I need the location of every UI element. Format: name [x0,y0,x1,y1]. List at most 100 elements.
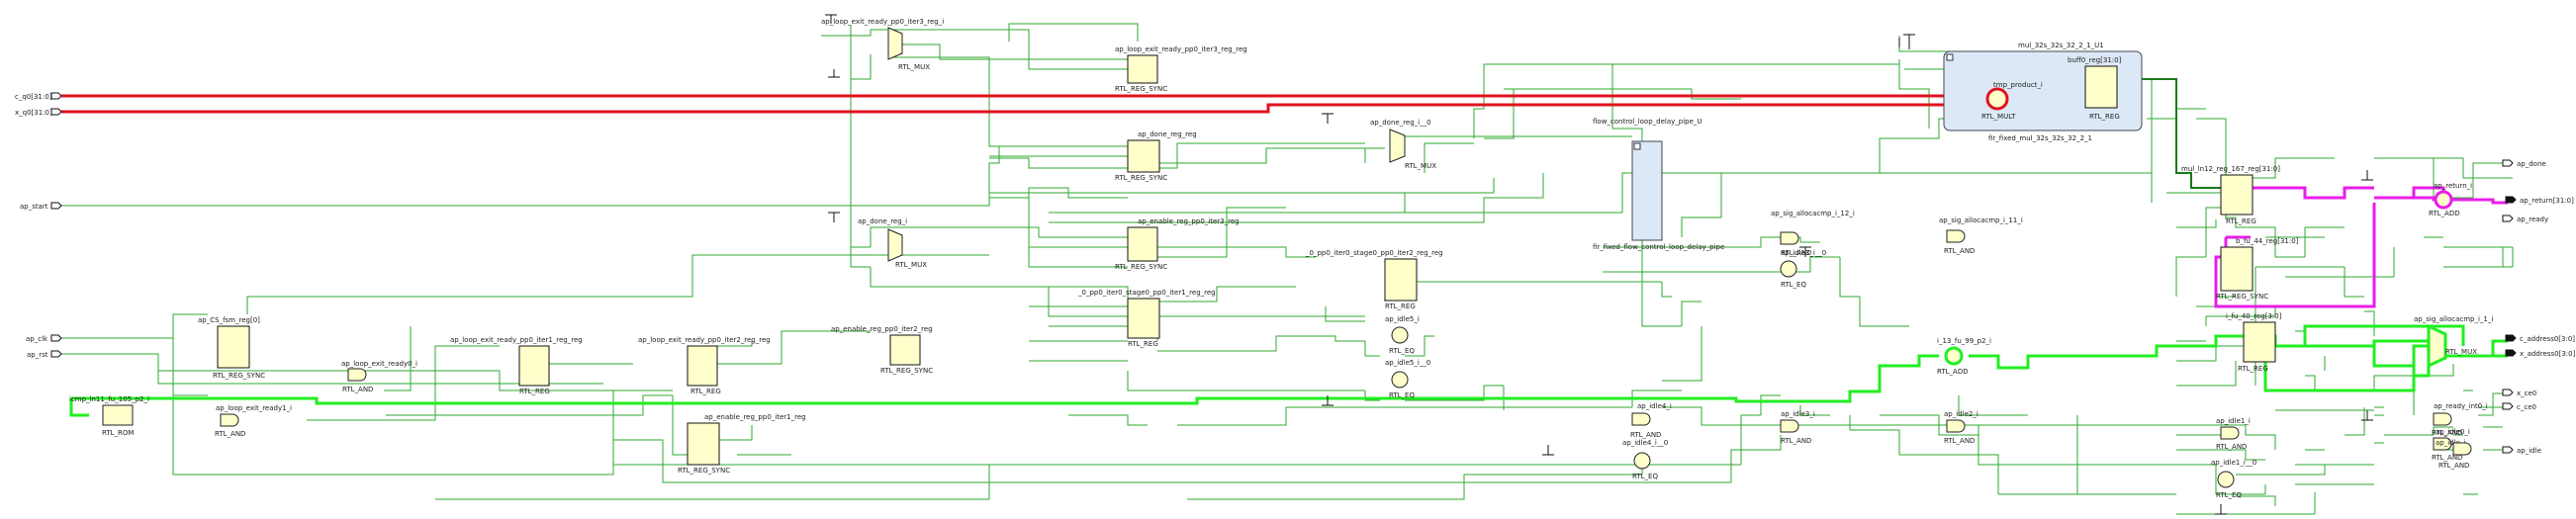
cell-and-idle3[interactable]: ap_idle3_i RTL_AND [1780,410,1815,445]
svg-text:i_13_fu_99_p2_i: i_13_fu_99_p2_i [1937,337,1991,345]
cell-mul-ln12[interactable]: mul_ln12_reg_167_reg[31:0] RTL_REG [2181,165,2280,225]
svg-text:ap_ready: ap_ready [2517,216,2548,223]
svg-text:tmp_product_i: tmp_product_i [1993,81,2043,89]
cell-reg-enable-iter3[interactable]: ap_enable_reg_pp0_iter3_reg RTL_REG_SYNC [1115,217,1240,271]
svg-text:RTL_ADD: RTL_ADD [1937,368,1969,376]
port-ap-clk[interactable]: ap_clk [26,334,62,343]
svg-text:buff0_reg[31:0]: buff0_reg[31:0] [2068,56,2122,64]
cell-and-idle2[interactable]: ap_idle2_i RTL_AND [1944,410,1978,445]
cell-and-sig12[interactable]: ap_sig_allocacmp_i_12_i RTL_AND [1771,210,1855,257]
svg-text:ap_done_reg_reg: ap_done_reg_reg [1138,130,1197,138]
svg-text:ap_return[31:0]: ap_return[31:0] [2520,197,2574,205]
cell-add-i[interactable]: i_13_fu_99_p2_i RTL_ADD [1937,337,1991,376]
cell-mux-exit-ready[interactable]: ap_loop_exit_ready_pp0_iter3_reg_i RTL_M… [821,18,944,71]
svg-text:b_fu_44_reg[31:0]: b_fu_44_reg[31:0] [2236,237,2299,245]
cell-eq-idle5[interactable]: ap_idle5_i RTL_EQ [1385,315,1420,355]
svg-text:RTL_REG_SYNC: RTL_REG_SYNC [1115,85,1167,93]
port-ap-start[interactable]: ap_start [20,202,62,211]
cell-and-exit-ready0[interactable]: ap_loop_exit_ready0_i RTL_AND [341,360,417,393]
input-ports: c_q0[31:0] x_q0[31:0] ap_start ap_clk ap… [15,92,62,359]
svg-text:RTL_REG: RTL_REG [690,388,721,395]
svg-text:RTL_REG: RTL_REG [2226,217,2256,225]
svg-text:flow_control_loop_delay_pipe_U: flow_control_loop_delay_pipe_U [1593,118,1702,126]
port-c-q0[interactable]: c_q0[31:0] [15,92,62,101]
svg-text:ap_enable_reg_pp0_iter3_reg: ap_enable_reg_pp0_iter3_reg [1138,217,1240,225]
cell-eq-idle3-0[interactable]: ap_idle3_i__0 RTL_EQ [1780,249,1826,289]
svg-text:RTL_REG: RTL_REG [519,388,550,395]
output-ports: ap_done ap_return[31:0] ap_ready c_addre… [2502,159,2576,455]
port-x-address0[interactable]: x_address0[3:0] [2505,349,2576,358]
svg-text:RTL_EQ: RTL_EQ [1781,281,1806,289]
cell-b-fu-reg[interactable]: b_fu_44_reg[31:0] RTL_REG_SYNC [2216,237,2299,301]
svg-text:fir_fixed_mul_32s_32s_32_2_1: fir_fixed_mul_32s_32s_32_2_1 [1988,134,2092,142]
cell-eq-idle4-0[interactable]: ap_idle4_i__0 RTL_EQ [1622,439,1668,480]
cell-reg-exit-pp0-iter1[interactable]: ap_loop_exit_ready_pp0_iter1_reg_reg RTL… [450,336,583,395]
port-c-ce0[interactable]: c_ce0 [2502,402,2536,411]
cell-reg-done[interactable]: ap_done_reg_reg RTL_REG_SYNC [1115,130,1197,182]
port-ap-idle[interactable]: ap_idle [2502,446,2541,455]
cell-and-exit-ready1[interactable]: ap_loop_exit_ready1_i RTL_AND [215,404,292,438]
svg-text:fir_fixed_flow_control_loop_de: fir_fixed_flow_control_loop_delay_pipe [1593,243,1724,251]
cell-mux-done[interactable]: ap_done_reg_i__0 RTL_MUX [1370,119,1436,170]
svg-text:c_q0[31:0]: c_q0[31:0] [15,93,52,101]
cell-reg-stage0-iter2[interactable]: _0_pp0_iter0_stage0_pp0_iter2_reg_reg RT… [1305,249,1443,310]
cell-and-sig11[interactable]: ap_sig_allocacmp_i_11_i RTL_AND [1939,216,2023,255]
svg-text:RTL_MUX: RTL_MUX [895,261,927,269]
cell-and-idle4[interactable]: ap_idle4_i RTL_AND [1630,402,1672,439]
cell-eq-idle5-0[interactable]: ap_idle5_i__0 RTL_EQ [1385,359,1430,399]
svg-text:ap_start: ap_start [20,203,48,211]
cell-reg-enable-iter2[interactable]: ap_enable_reg_pp0_iter2_reg RTL_REG_SYNC [831,325,933,375]
cell-icmp-rom[interactable]: icmp_ln11_fu_105_p2_i RTL_ROM [69,395,149,437]
cell-buff0[interactable]: buff0_reg[31:0] RTL_REG [2068,56,2122,121]
cell-mux-i[interactable]: ap_sig_allocacmp_i_1_i RTL_MUX [2414,315,2493,369]
cell-add-return[interactable]: ap_return_i RTL_ADD [2429,182,2472,217]
cell-reg-stage0-iter1[interactable]: _0_pp0_iter0_stage0_pp0_iter1_reg_reg RT… [1077,289,1216,348]
svg-text:c_address0[3:0]: c_address0[3:0] [2520,335,2575,343]
port-c-address0[interactable]: c_address0[3:0] [2505,334,2575,343]
svg-text:RTL_EQ: RTL_EQ [2216,491,2242,499]
svg-text:ap_idle5_i: ap_idle5_i [1385,315,1420,323]
cell-and-idle[interactable]: ap_idle_i RTL_AND [2436,439,2472,470]
svg-text:mul_ln12_reg_167_reg[31:0]: mul_ln12_reg_167_reg[31:0] [2181,165,2280,173]
cell-and-idle0[interactable]: ap_idle0_i RTL_AND [2432,428,2470,462]
cell-i-reg[interactable]: i_fu_40_reg[3:0] RTL_REG [2226,312,2282,373]
cell-and-ready-int0[interactable]: ap_ready_int0_i RTL_AND [2432,402,2488,437]
cell-cs-fsm[interactable]: ap_CS_fsm_reg[0] RTL_REG_SYNC [198,316,265,380]
port-x-q0[interactable]: x_q0[31:0] [15,108,62,117]
cell-eq-idle1-0[interactable]: ap_idle1_i__0 RTL_EQ [2211,459,2256,499]
svg-text:RTL_REG: RTL_REG [1128,340,1158,348]
svg-text:RTL_REG_SYNC: RTL_REG_SYNC [678,467,730,475]
port-ap-ready[interactable]: ap_ready [2502,215,2548,223]
svg-text:ap_idle3_i: ap_idle3_i [1781,410,1815,418]
port-ap-rst[interactable]: ap_rst [27,350,62,359]
svg-text:c_ce0: c_ce0 [2517,403,2536,411]
cell-tmp-product[interactable]: tmp_product_i RTL_MULT [1981,81,2043,121]
svg-text:ap_enable_reg_pp0_iter1_reg: ap_enable_reg_pp0_iter1_reg [704,413,806,421]
svg-text:RTL_AND: RTL_AND [342,386,373,393]
cell-flow-control[interactable]: flow_control_loop_delay_pipe_U fir_fixed… [1593,118,1724,251]
port-ap-return[interactable]: ap_return[31:0] [2505,196,2574,205]
svg-text:_0_pp0_iter0_stage0_pp0_iter1_: _0_pp0_iter0_stage0_pp0_iter1_reg_reg [1077,289,1216,297]
svg-text:RTL_EQ: RTL_EQ [1632,473,1658,480]
svg-text:ap_rst: ap_rst [27,351,48,359]
cell-reg-exit-pp0-iter2[interactable]: ap_loop_exit_ready_pp0_iter2_reg_reg RTL… [638,336,771,395]
svg-text:RTL_AND: RTL_AND [2216,443,2247,451]
cell-reg-enable-iter1[interactable]: ap_enable_reg_pp0_iter1_reg RTL_REG_SYNC [678,413,806,475]
port-ap-done[interactable]: ap_done [2502,159,2546,168]
svg-text:icmp_ln11_fu_105_p2_i: icmp_ln11_fu_105_p2_i [69,395,149,403]
port-x-ce0[interactable]: x_ce0 [2502,389,2536,397]
cell-reg-exit-iter3[interactable]: ap_loop_exit_ready_pp0_iter3_reg_reg RTL… [1115,45,1247,93]
svg-text:ap_return_i: ap_return_i [2434,182,2472,190]
svg-text:RTL_REG_SYNC: RTL_REG_SYNC [1115,263,1167,271]
svg-text:ap_sig_allocacmp_i_11_i: ap_sig_allocacmp_i_11_i [1939,216,2023,224]
svg-text:RTL_AND: RTL_AND [1944,247,1975,255]
cell-mux-done2[interactable]: ap_done_reg_i RTL_MUX [858,217,927,269]
svg-text:x_address0[3:0]: x_address0[3:0] [2520,350,2576,358]
svg-text:RTL_MULT: RTL_MULT [1981,113,2016,121]
svg-text:ap_CS_fsm_reg[0]: ap_CS_fsm_reg[0] [198,316,260,324]
cell-and-idle1[interactable]: ap_idle1_i RTL_AND [2216,417,2251,451]
svg-text:RTL_EQ: RTL_EQ [1389,391,1415,399]
svg-text:RTL_ROM: RTL_ROM [102,429,134,437]
svg-text:ap_loop_exit_ready_pp0_iter1_r: ap_loop_exit_ready_pp0_iter1_reg_reg [450,336,583,344]
